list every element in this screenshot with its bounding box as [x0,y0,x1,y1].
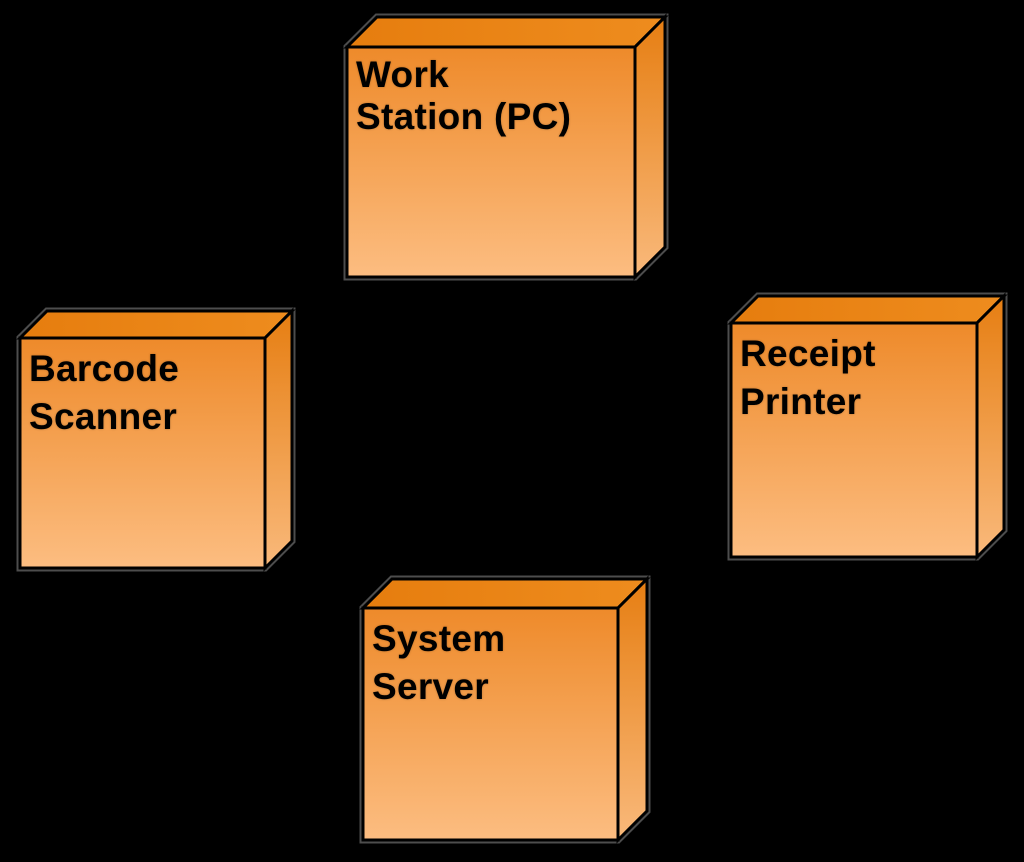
node-system-server: System Server [359,575,651,844]
node-cube-shape [343,13,669,281]
node-barcode-scanner: Barcode Scanner [16,307,296,572]
node-side-face [263,307,294,572]
node-label-system-server: System Server [372,618,506,707]
node-top-face [16,309,296,340]
node-side-face [633,13,667,281]
node-label-receipt-printer: Receipt Printer [740,333,876,422]
node-top-face [359,577,651,610]
node-front-face [361,606,620,842]
node-front-face [18,336,267,570]
node-cube-shape [16,307,296,572]
node-side-face [975,292,1006,561]
node-side-face [616,575,649,844]
node-front-face [729,321,979,559]
node-cube-shape [727,292,1008,561]
node-work-station: Work Station (PC) [343,13,669,281]
node-label-barcode-scanner: Barcode Scanner [29,348,180,437]
node-receipt-printer: Receipt Printer [727,292,1008,561]
node-top-face [343,15,669,49]
node-front-face [345,45,637,279]
node-cube-shape [359,575,651,844]
node-label-work-station: Work Station (PC) [356,54,572,137]
node-top-face [727,294,1008,325]
